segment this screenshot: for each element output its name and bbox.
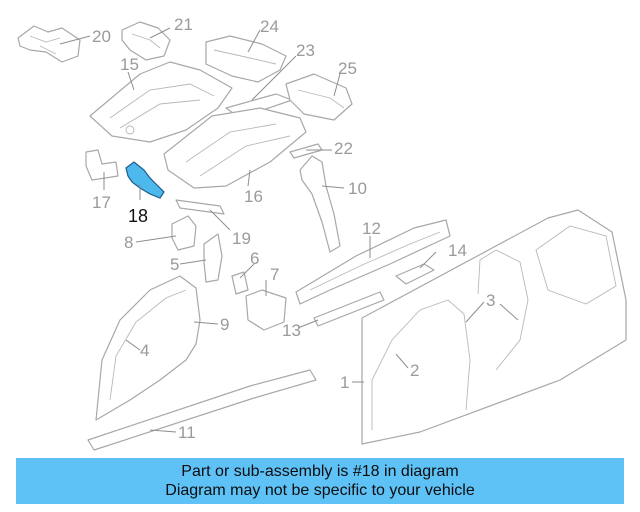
part-14-plate: [395, 263, 435, 285]
callout-22: 22: [334, 139, 353, 158]
part-17-bracket: [85, 149, 119, 181]
callout-labels: 20 21 24 15 23 25 22 16 17 18 10 19 8 12…: [92, 15, 495, 442]
parts-diagram: 20 21 24 15 23 25 22 16 17 18 10 19 8 12…: [17, 15, 627, 451]
part-19-rail: [175, 199, 225, 215]
callout-10: 10: [348, 179, 367, 198]
part-11-rocker: [87, 369, 317, 451]
callout-3: 3: [486, 291, 495, 310]
part-7-bracket: [245, 289, 287, 331]
callout-5: 5: [170, 255, 179, 274]
part-6-clip: [231, 271, 249, 295]
callout-11: 11: [178, 423, 196, 442]
callout-16: 16: [244, 187, 263, 206]
callout-14: 14: [448, 241, 467, 260]
part-8-bracket: [171, 215, 197, 251]
part-24-panel: [205, 35, 287, 83]
callout-20: 20: [92, 27, 111, 46]
part-16-rear-floor: [163, 107, 307, 189]
leader-lines: [59, 27, 519, 433]
part-25-member: [285, 73, 353, 121]
part-5-pillar-part: [203, 233, 223, 283]
callout-13: 13: [282, 321, 301, 340]
part-1-side-panel: [361, 209, 627, 445]
part-12-sill: [295, 219, 451, 305]
callout-2: 2: [410, 361, 419, 380]
info-banner: Part or sub-assembly is #18 in diagram D…: [16, 458, 624, 504]
callout-6: 6: [250, 249, 259, 268]
callout-25: 25: [338, 59, 357, 78]
part-4-front-pillar: [95, 275, 201, 421]
callout-21: 21: [174, 15, 193, 34]
callout-18-highlighted: 18: [128, 206, 148, 226]
part-20-bracket: [17, 25, 81, 63]
banner-line-1: Part or sub-assembly is #18 in diagram: [181, 463, 459, 480]
part-18-highlighted: [125, 161, 165, 199]
callout-17: 17: [92, 193, 111, 212]
callout-15: 15: [120, 55, 139, 74]
part-21-bracket: [121, 21, 171, 61]
banner-line-2: Diagram may not be specific to your vehi…: [165, 482, 475, 499]
callout-8: 8: [124, 233, 133, 252]
part-15-floor-pan: [89, 61, 233, 143]
callout-12: 12: [362, 219, 381, 238]
callout-1: 1: [340, 373, 349, 392]
callout-9: 9: [220, 315, 229, 334]
callout-19: 19: [232, 229, 251, 248]
part-22-brace: [289, 143, 323, 159]
callout-7: 7: [270, 265, 279, 284]
callout-24: 24: [260, 17, 279, 36]
part-10-pillar: [299, 155, 341, 253]
callout-4: 4: [140, 341, 149, 360]
callout-23: 23: [296, 41, 315, 60]
part-13-sill-plate: [313, 291, 385, 327]
